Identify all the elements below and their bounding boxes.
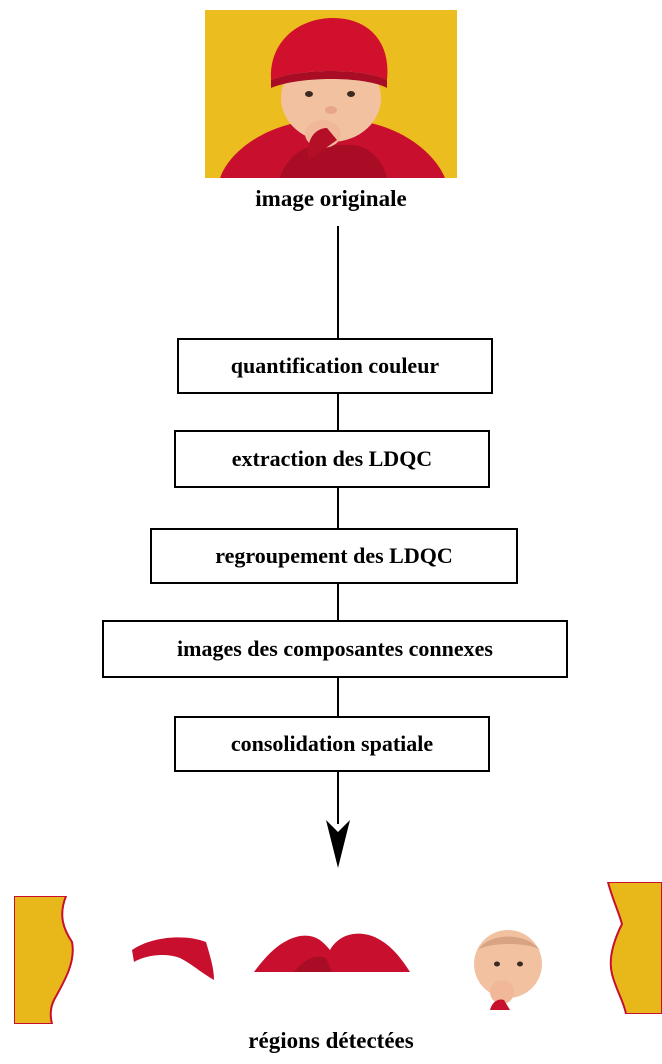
connector-line [337,488,339,528]
step-composantes: images des composantes connexes [102,620,568,678]
connector-line [337,678,339,716]
region-yellow-right [598,882,662,1014]
region-red-hat [130,934,216,984]
step-extraction: extraction des LDQC [174,430,490,488]
step-consolidation: consolidation spatiale [174,716,490,772]
region-face [470,926,546,1010]
bottom-caption: régions détectées [248,1028,414,1053]
region-red-sweater [254,930,410,972]
original-image [205,10,457,178]
step-quantification: quantification couleur [177,338,493,394]
top-caption: image originale [255,186,407,211]
connector-line [337,584,339,620]
connector-line [337,772,339,824]
connector-line [337,226,339,338]
connector-line [337,394,339,430]
region-yellow-left [14,896,76,1024]
step-regroupement: regroupement des LDQC [150,528,518,584]
arrow-down-icon [326,820,350,868]
